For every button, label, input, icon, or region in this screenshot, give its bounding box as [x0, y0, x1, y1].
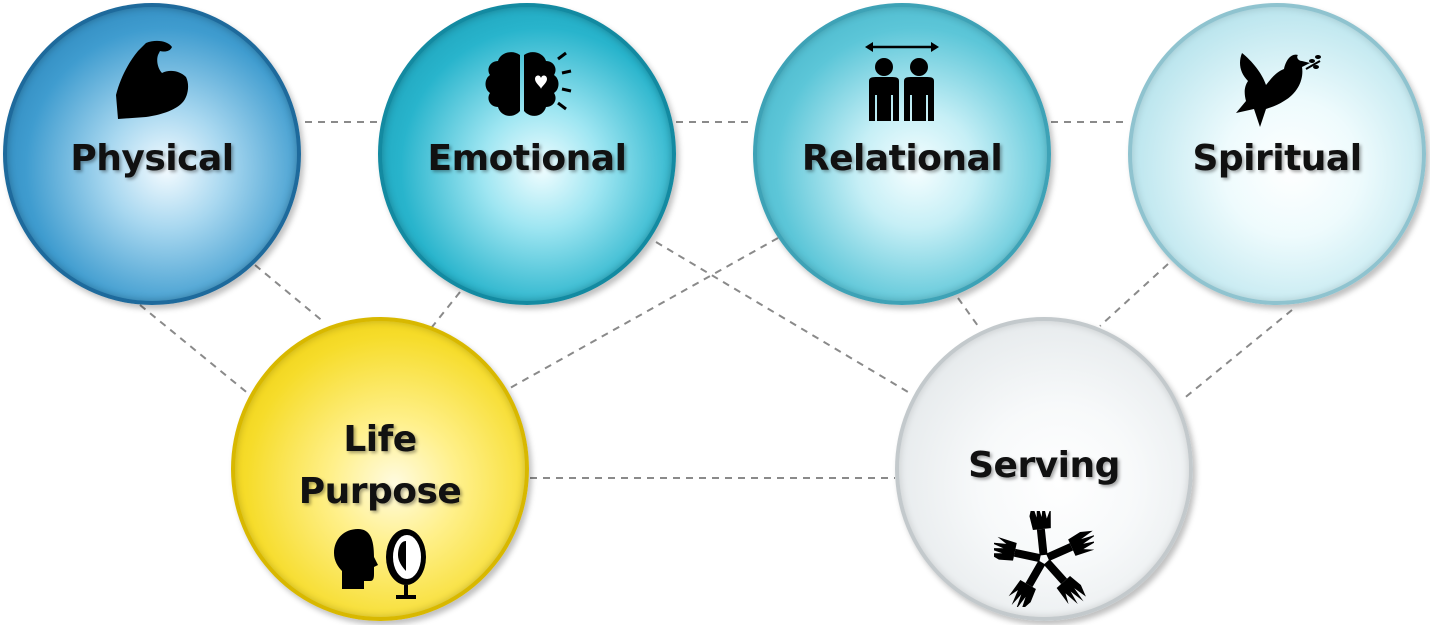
node-life-purpose: Life Purpose — [231, 317, 529, 621]
node-serving-label: Serving — [968, 445, 1120, 486]
node-relational-label: Relational — [801, 138, 1003, 179]
connector-relational-serving — [957, 297, 979, 327]
connector-emotional-life — [431, 291, 461, 328]
helping-hands-icon — [899, 511, 1189, 607]
dove-icon — [1132, 47, 1422, 129]
brain-heart-icon — [382, 49, 672, 121]
connector-physical-life-2 — [254, 264, 326, 324]
head-and-mirror-icon — [235, 527, 525, 601]
node-physical: Physical — [3, 3, 301, 305]
node-serving: Serving — [895, 317, 1193, 621]
node-emotional: Emotional — [378, 3, 676, 305]
node-life-purpose-label-line1: Life — [343, 419, 417, 460]
node-relational: Relational — [753, 3, 1051, 305]
node-emotional-label: Emotional — [427, 138, 627, 179]
node-spiritual: Spiritual — [1128, 3, 1426, 305]
connector-spiritual-serving-2 — [1181, 309, 1293, 401]
two-people-icon — [757, 41, 1047, 123]
node-spiritual-label: Spiritual — [1192, 138, 1362, 179]
connector-spiritual-serving — [1099, 263, 1169, 327]
connector-physical-life — [139, 304, 251, 396]
node-life-purpose-label-line2: Purpose — [298, 471, 462, 512]
node-physical-label: Physical — [70, 138, 234, 179]
flexed-arm-icon — [7, 39, 297, 121]
connector-emotional-serving — [655, 241, 909, 393]
